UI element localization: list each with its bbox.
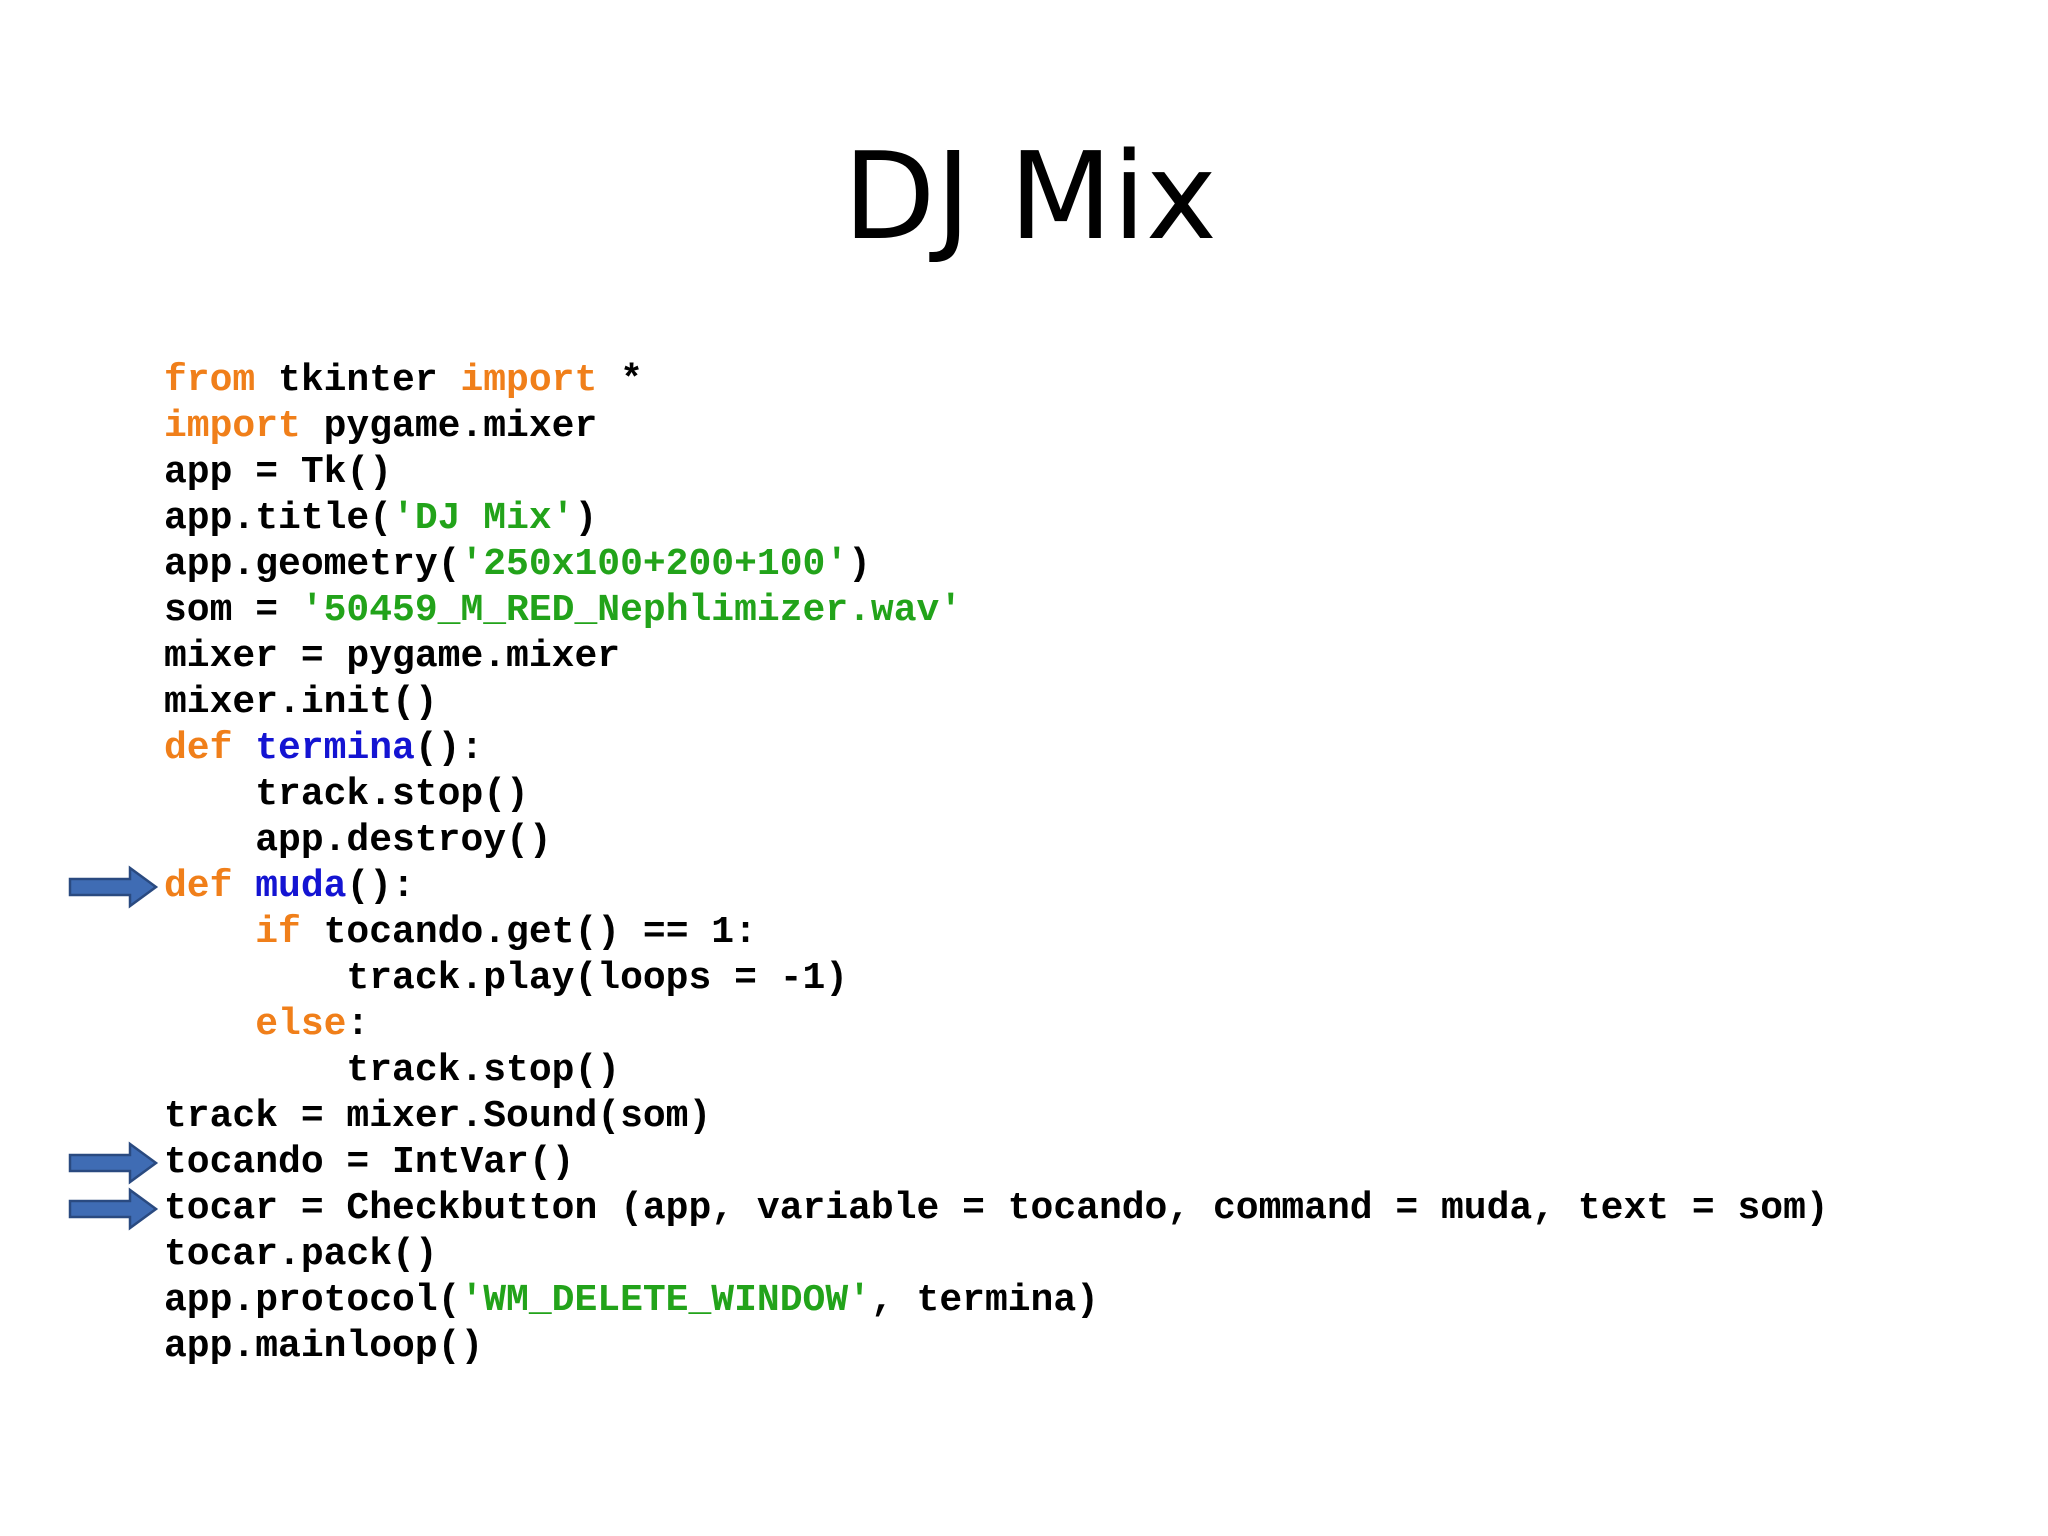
code-token-keyword: if <box>255 911 301 954</box>
code-token-text: (): <box>414 727 484 770</box>
code-line: mixer = pygame.mixer <box>164 634 1829 680</box>
code-line: app.protocol('WM_DELETE_WINDOW', termina… <box>164 1278 1829 1324</box>
code-token-text <box>232 727 255 770</box>
code-token-text: track.stop() <box>164 773 529 816</box>
code-token-text: , termina) <box>870 1279 1099 1322</box>
code-line: app.geometry('250x100+200+100') <box>164 542 1829 588</box>
code-line: else: <box>164 1002 1829 1048</box>
code-line: def muda(): <box>164 864 1829 910</box>
code-token-text: track = mixer.Sound(som) <box>164 1095 712 1138</box>
code-token-keyword: else <box>255 1003 347 1046</box>
code-token-keyword: def <box>164 865 233 908</box>
code-token-text: tocando = IntVar() <box>164 1141 575 1184</box>
code-line: from tkinter import * <box>164 358 1829 404</box>
code-token-text: tocar = Checkbutton (app, variable = toc… <box>164 1187 1829 1230</box>
code-token-text: : <box>346 1003 370 1046</box>
code-token-text: mixer = pygame.mixer <box>164 635 621 678</box>
code-token-function-name: termina <box>255 727 415 770</box>
code-line: mixer.init() <box>164 680 1829 726</box>
code-token-text: pygame.mixer <box>300 405 598 448</box>
arrow-right-icon <box>68 1140 160 1186</box>
code-token-text: ) <box>848 543 871 586</box>
code-token-text: app = Tk() <box>164 451 393 494</box>
code-token-text: tkinter <box>255 359 461 402</box>
code-line: track.stop() <box>164 1048 1829 1094</box>
code-token-text <box>164 1003 255 1046</box>
code-token-text: tocando.get() == 1: <box>300 911 757 954</box>
code-token-text: track.play(loops = -1) <box>164 957 849 1000</box>
code-line: tocar = Checkbutton (app, variable = toc… <box>164 1186 1829 1232</box>
code-line: app.title('DJ Mix') <box>164 496 1829 542</box>
slide-title: DJ Mix <box>843 128 1217 267</box>
code-token-text <box>232 865 255 908</box>
code-token-text: app.geometry( <box>164 543 461 586</box>
code-line: app = Tk() <box>164 450 1829 496</box>
code-line: tocar.pack() <box>164 1232 1829 1278</box>
code-token-text: * <box>597 359 643 402</box>
code-token-text: som = <box>164 589 301 632</box>
code-line: track.stop() <box>164 772 1829 818</box>
code-line: def termina(): <box>164 726 1829 772</box>
code-token-string: '250x100+200+100' <box>460 543 849 586</box>
code-line: track.play(loops = -1) <box>164 956 1829 1002</box>
code-token-text: app.mainloop() <box>164 1325 484 1368</box>
code-line: app.mainloop() <box>164 1324 1829 1370</box>
code-token-text: ) <box>574 497 598 540</box>
code-token-string: 'DJ Mix' <box>392 497 575 540</box>
code-token-text: app.title( <box>164 497 393 540</box>
code-token-keyword: def <box>164 727 233 770</box>
code-line: track = mixer.Sound(som) <box>164 1094 1829 1140</box>
code-block: from tkinter import *import pygame.mixer… <box>164 358 1829 1370</box>
code-token-string: 'WM_DELETE_WINDOW' <box>460 1279 871 1322</box>
code-token-text <box>164 911 255 954</box>
code-line: app.destroy() <box>164 818 1829 864</box>
code-token-function-name: muda <box>255 865 347 908</box>
code-token-keyword: from <box>164 359 256 402</box>
code-line: if tocando.get() == 1: <box>164 910 1829 956</box>
code-token-text: tocar.pack() <box>164 1233 438 1276</box>
arrow-right-icon <box>68 1186 160 1232</box>
code-token-text: app.protocol( <box>164 1279 461 1322</box>
code-token-keyword: import <box>460 359 598 402</box>
code-token-text: app.destroy() <box>164 819 552 862</box>
arrow-right-icon <box>68 864 160 910</box>
code-line: tocando = IntVar() <box>164 1140 1829 1186</box>
code-token-text: (): <box>346 865 415 908</box>
code-token-keyword: import <box>164 405 301 448</box>
code-line: som = '50459_M_RED_Nephlimizer.wav' <box>164 588 1829 634</box>
code-line: import pygame.mixer <box>164 404 1829 450</box>
code-token-text: mixer.init() <box>164 681 438 724</box>
code-token-string: '50459_M_RED_Nephlimizer.wav' <box>300 589 963 632</box>
code-token-text: track.stop() <box>164 1049 621 1092</box>
